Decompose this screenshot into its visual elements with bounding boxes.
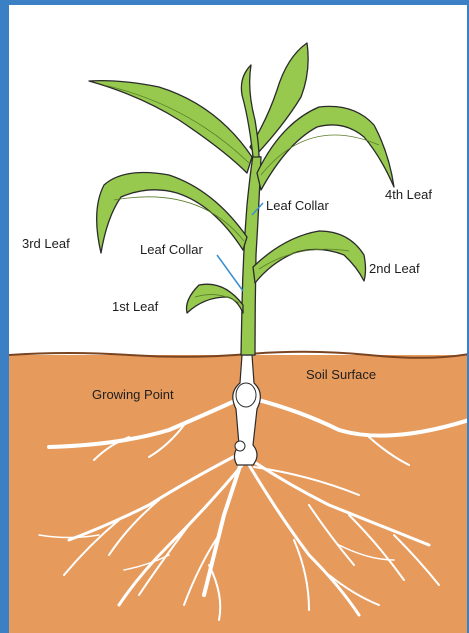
leaves <box>89 43 394 313</box>
label-soil-surface: Soil Surface <box>306 368 376 381</box>
seminal-root-main <box>204 460 242 595</box>
growing-point-node <box>236 383 256 407</box>
leaf-1 <box>187 284 244 313</box>
seed-node <box>235 441 245 451</box>
pointer-lower-collar <box>217 255 243 291</box>
label-growing-point: Growing Point <box>92 388 174 401</box>
label-3rd-leaf: 3rd Leaf <box>22 237 70 250</box>
stem <box>241 155 261 355</box>
label-1st-leaf: 1st Leaf <box>112 300 158 313</box>
leaf-whorl <box>241 65 259 157</box>
label-leaf-collar-upper: Leaf Collar <box>266 199 329 212</box>
crown-root-left <box>49 400 237 447</box>
leaf-upper-left <box>89 81 252 173</box>
label-leaf-collar-lower: Leaf Collar <box>140 243 203 256</box>
label-2nd-leaf: 2nd Leaf <box>369 262 420 275</box>
soil-surface-line <box>9 352 469 358</box>
label-4th-leaf: 4th Leaf <box>385 188 432 201</box>
crown-root-right <box>247 397 469 436</box>
leaf-2 <box>253 231 366 283</box>
corn-plant-illustration <box>9 5 469 633</box>
leaf-3 <box>97 173 247 253</box>
